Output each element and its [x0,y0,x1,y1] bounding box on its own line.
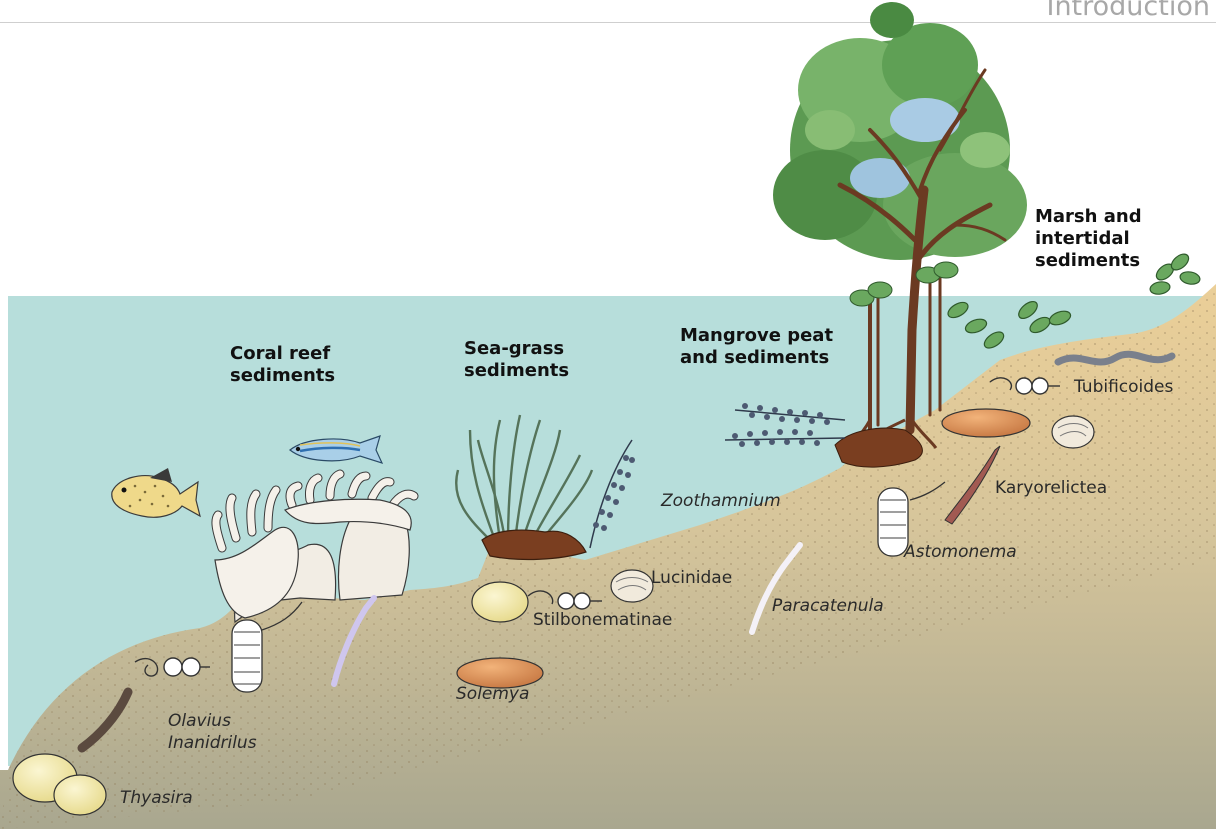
label-astomonema: Astomonema [904,542,1017,562]
label-zoothamnium: Zoothamnium [661,491,781,511]
clam-marsh [1052,416,1094,448]
label-sea-grass: Sea-grass sediments [464,338,569,382]
label-tubificoides: Tubificoides [1074,377,1173,397]
label-lucinidae: Lucinidae [651,568,732,588]
lucinidae-shell [611,570,653,602]
clam-seagrass [472,582,528,622]
label-marsh-line3: sediments [1035,250,1142,272]
label-sea-grass-line2: sediments [464,360,569,382]
label-olavius: Olavius [168,711,231,731]
label-marsh-line2: intertidal [1035,228,1142,250]
tree-foliage [773,2,1027,260]
label-marsh: Marsh and intertidal sediments [1035,206,1142,272]
label-stilbonematinae: Stilbonematinae [533,610,672,630]
label-paracatenula: Paracatenula [772,596,884,616]
label-mangrove: Mangrove peat and sediments [680,325,833,369]
label-sea-grass-line1: Sea-grass [464,338,569,360]
label-thyasira: Thyasira [120,788,193,808]
label-coral-reef-line1: Coral reef [230,343,335,365]
label-mangrove-line2: and sediments [680,347,833,369]
label-solemya: Solemya [456,684,529,704]
label-marsh-line1: Marsh and [1035,206,1142,228]
label-coral-reef: Coral reef sediments [230,343,335,387]
solemya-shell-marsh [942,409,1030,437]
label-karyorelictea: Karyorelictea [995,478,1107,498]
label-coral-reef-line2: sediments [230,365,335,387]
label-inanidrilus: Inanidrilus [168,733,257,753]
label-mangrove-line1: Mangrove peat [680,325,833,347]
